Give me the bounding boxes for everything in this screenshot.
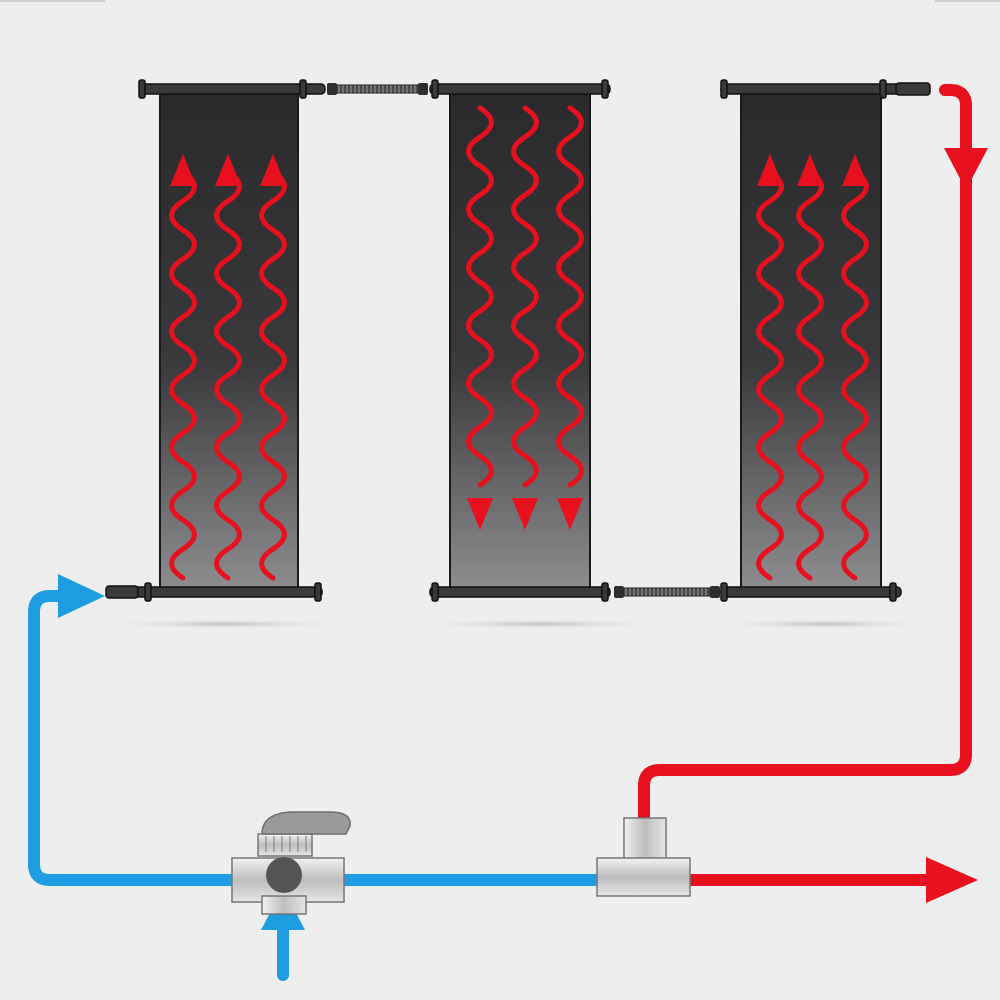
panel-2-flow-arrow-icon — [557, 498, 583, 530]
panel-1-top-header — [139, 83, 326, 95]
coupler-clamp — [710, 586, 720, 598]
header-cap — [299, 79, 307, 99]
header-cap — [431, 79, 439, 99]
valve-stem-ridges — [265, 836, 307, 852]
panel-3-top-header — [720, 83, 902, 95]
panel-3-flow-arrow-icon — [842, 154, 868, 186]
panel-1-shadow — [100, 619, 350, 629]
hot-return-arrow-icon — [944, 148, 988, 190]
pipes — [28, 84, 972, 981]
coupler-clamp — [327, 83, 337, 95]
flow-waves — [169, 105, 869, 581]
panel-1-flow-wave — [259, 169, 287, 581]
panel-3-shadow — [715, 619, 935, 629]
tee-fitting — [596, 817, 691, 897]
header-pipes — [105, 79, 931, 602]
three-way-valve — [231, 811, 351, 915]
panel-3-flow-wave — [841, 169, 869, 581]
hot-return-pipe — [638, 84, 972, 836]
bottom-coupler-2-3 — [614, 586, 720, 598]
panel-2-bottom-header — [429, 586, 611, 598]
coupler-clamp — [418, 83, 428, 95]
coupler-clamp — [614, 586, 624, 598]
panel-2-flow-wave — [511, 105, 539, 488]
panel-3-bottom-header — [720, 586, 902, 598]
header-cap — [138, 79, 146, 99]
panel-3-flow-arrow-icon — [797, 154, 823, 186]
panel-3-flow-arrow-icon — [757, 154, 783, 186]
top-coupler-1-2 — [327, 83, 428, 95]
panel-1-flow-wave — [169, 169, 197, 581]
header-cap — [601, 582, 609, 602]
panel-2-top-header — [429, 83, 611, 95]
header-cap — [889, 582, 897, 602]
panel-1-flow-arrow-icon — [170, 154, 196, 186]
panel-1-bottom-header — [129, 586, 323, 598]
header-cap — [720, 582, 728, 602]
header-cap — [720, 79, 728, 99]
header-cap — [314, 582, 322, 602]
cold-inlet-arrow-icon — [58, 574, 105, 618]
panel-2-flow-arrow-icon — [512, 498, 538, 530]
panel-3-flow-wave — [756, 169, 784, 581]
cold-supply-pipe — [28, 590, 296, 886]
panel-3-outlet-connector — [895, 82, 931, 96]
tee-horizontal-body — [596, 857, 691, 897]
header-cap — [601, 79, 609, 99]
panel-2-shadow — [415, 619, 665, 629]
valve-ball — [266, 857, 302, 893]
panel-1-flow-arrow-icon — [260, 154, 286, 186]
valve-bottom-port — [261, 895, 307, 915]
panel-2-flow-wave — [556, 105, 584, 488]
header-cap — [144, 582, 152, 602]
panel-2-flow-wave — [466, 105, 494, 488]
panel-3-flow-wave — [796, 169, 824, 581]
valve-handle — [261, 811, 351, 835]
hot-outlet-arrow-icon — [926, 857, 978, 903]
panel-2-flow-arrow-icon — [467, 498, 493, 530]
header-cap — [431, 582, 439, 602]
header-cap — [879, 79, 887, 99]
panel-couplers — [327, 83, 720, 598]
panel-1-inlet-connector — [105, 585, 139, 599]
panel-1-flow-arrow-icon — [215, 154, 241, 186]
panel-1-flow-wave — [214, 169, 242, 581]
